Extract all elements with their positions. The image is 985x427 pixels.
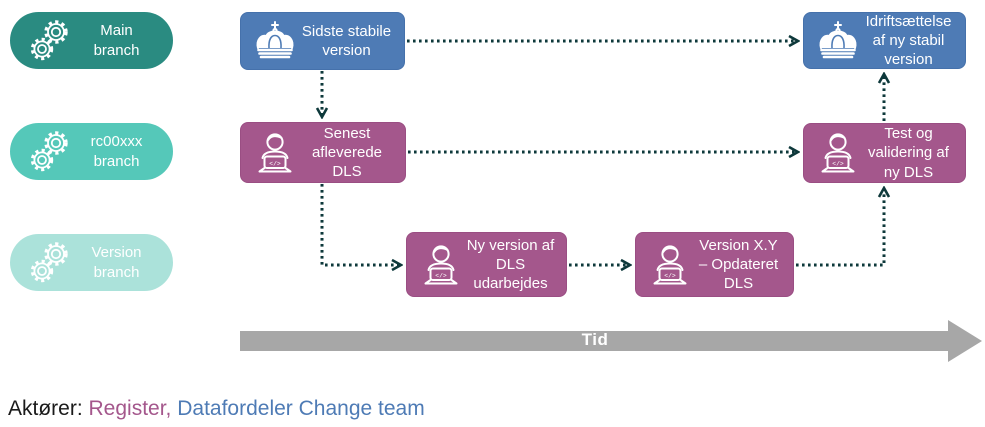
node-label: Version X.Y – Opdateret DLS: [698, 236, 779, 293]
crown-icon: [819, 20, 857, 58]
node-label: Senest afleverede DLS: [311, 124, 383, 181]
node-label: Ny version af DLS udarbejdes: [466, 236, 555, 293]
developer-laptop-icon: [653, 244, 687, 284]
developer-laptop-icon: [424, 244, 458, 284]
actors-prefix: Aktører:: [8, 397, 83, 420]
node-idriftsaettelse: Idriftsættelse af ny stabil version: [803, 12, 966, 69]
actor-datafordeler: Datafordeler Change team: [177, 397, 425, 420]
node-senest-afleverede-dls: Senest afleverede DLS: [240, 122, 406, 183]
node-label: Sidste stabile version: [301, 22, 392, 59]
branch-pill-main: Main branch: [10, 12, 173, 69]
branch-label: Main branch: [93, 22, 140, 59]
crown-icon: [256, 20, 294, 59]
node-version-xy-opdateret-dls: Version X.Y – Opdateret DLS: [635, 232, 794, 297]
node-sidste-stabile-version: Sidste stabile version: [240, 12, 405, 70]
gears-icon: [30, 241, 72, 285]
timeline-label: Tid: [581, 330, 609, 349]
gears-icon: [30, 130, 72, 174]
node-test-og-validering: Test og validering af ny DLS: [803, 123, 966, 183]
branch-pill-rc00xxx: rc00xxx branch: [10, 123, 173, 180]
actor-register: Register,: [88, 397, 172, 420]
node-label: Test og validering af ny DLS: [868, 125, 949, 181]
branch-label: rc00xxx branch: [90, 133, 143, 170]
branch-label: Version branch: [91, 244, 142, 281]
node-label: Idriftsættelse af ny stabil version: [865, 12, 952, 69]
actors-legend: Aktører: Register, Datafordeler Change t…: [8, 397, 425, 421]
developer-laptop-icon: [258, 132, 292, 172]
connector-senest-to-nyversion: [320, 184, 401, 265]
branch-pill-version: Version branch: [10, 234, 173, 291]
connector-versionxy-to-test: [796, 188, 884, 267]
node-ny-version-udarbejdes: Ny version af DLS udarbejdes: [406, 232, 567, 297]
developer-laptop-icon: [821, 133, 855, 173]
gears-icon: [30, 19, 72, 63]
